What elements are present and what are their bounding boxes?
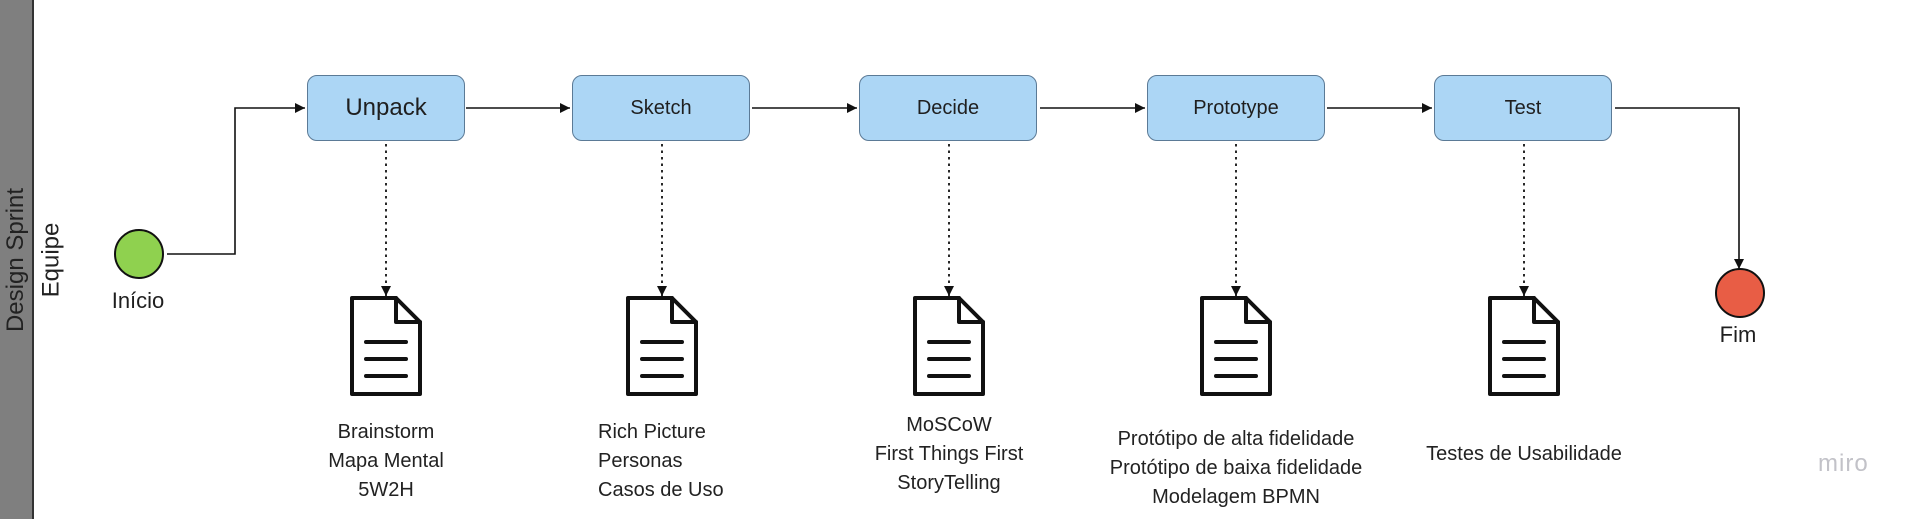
artifact-line: First Things First: [874, 443, 1024, 465]
document-icon: [626, 296, 698, 396]
task-sketch[interactable]: Sketch: [572, 75, 750, 141]
artifact-line: StoryTelling: [897, 472, 1001, 494]
document-icon: [350, 296, 422, 396]
artifact-line: Testes de Usabilidade: [1426, 443, 1622, 465]
artifact-text-unpack: Brainstorm Mapa Mental 5W2H: [226, 418, 546, 505]
start-event: [114, 229, 164, 279]
start-event-label: Início: [111, 288, 165, 313]
task-unpack[interactable]: Unpack: [307, 75, 465, 141]
task-prototype[interactable]: Prototype: [1147, 75, 1325, 141]
flow-test-end: [1615, 107, 1744, 269]
document-icon: [913, 296, 985, 396]
artifact-line: Personas: [598, 450, 683, 472]
artifact-text-test: Testes de Usabilidade: [1364, 440, 1684, 469]
artifact-line: Casos de Uso: [598, 479, 724, 501]
task-test[interactable]: Test: [1434, 75, 1612, 141]
artifact-line: 5W2H: [358, 479, 414, 501]
artifact-line: Brainstorm: [337, 421, 435, 443]
sequence-flows: [167, 103, 1744, 269]
end-event-label: Fim: [1719, 322, 1757, 347]
task-decide[interactable]: Decide: [859, 75, 1037, 141]
document-icons: [350, 296, 1560, 396]
document-icon: [1488, 296, 1560, 396]
artifact-line: Mapa Mental: [328, 450, 444, 472]
artifact-line: Rich Picture: [598, 421, 706, 443]
end-event: [1715, 268, 1765, 318]
miro-watermark: miro: [1818, 450, 1869, 477]
artifact-text-decide: MoSCoW First Things First StoryTelling: [789, 411, 1109, 498]
flow-start-unpack: [167, 103, 305, 255]
artifact-text-prototype: Protótipo de alta fidelidade Protótipo d…: [1076, 425, 1396, 512]
document-icon: [1200, 296, 1272, 396]
association-flows: [381, 144, 1529, 296]
artifact-line: Protótipo de baixa fidelidade: [1109, 457, 1363, 479]
pool-band: [0, 0, 34, 519]
artifact-line: Modelagem BPMN: [1152, 486, 1320, 508]
artifact-text-sketch: Rich Picture Personas Casos de Uso: [598, 418, 748, 505]
artifact-line: MoSCoW: [906, 414, 992, 436]
artifact-line: Protótipo de alta fidelidade: [1117, 428, 1355, 450]
